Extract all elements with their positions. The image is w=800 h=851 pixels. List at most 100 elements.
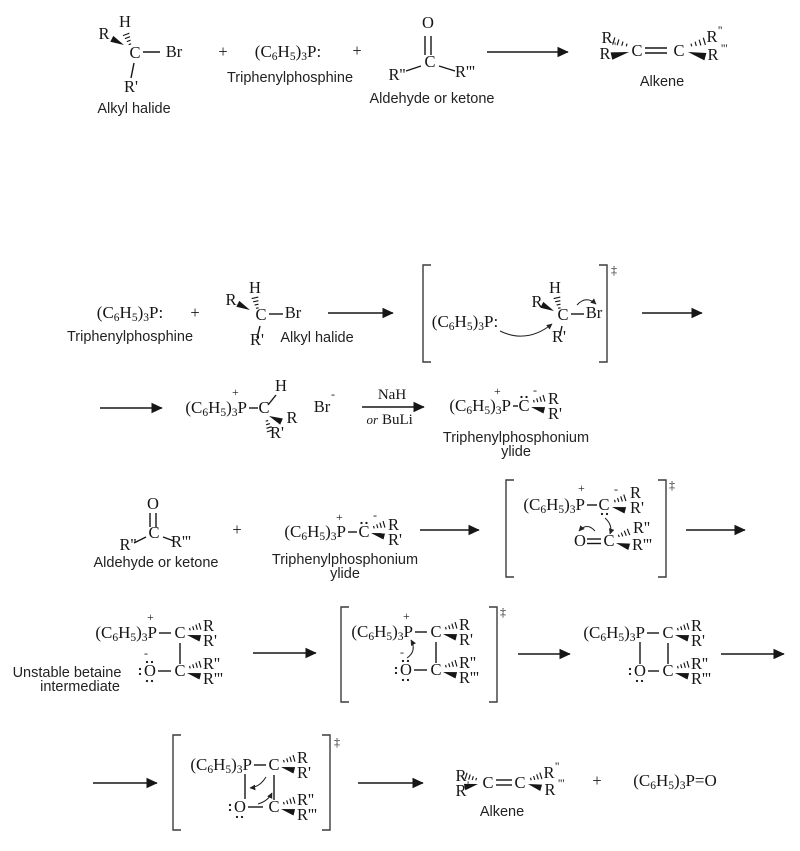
- r-double-prime-group: R'': [691, 654, 708, 673]
- r-prime-group: R': [297, 763, 311, 782]
- phosphonium-formula: (C6H5)3P: [185, 398, 247, 419]
- wedge-bond: [370, 529, 386, 540]
- right-bracket: [489, 606, 498, 703]
- nah-reagent: NaH: [378, 387, 406, 403]
- r-group: R: [706, 27, 717, 46]
- betaine-label-line2: intermediate: [40, 679, 120, 695]
- r-triple-prime-group: R''': [297, 805, 317, 824]
- alkyl-halide-label: Alkyl halide: [280, 330, 353, 346]
- plus-charge: +: [336, 510, 343, 524]
- bromine-atom: Br: [166, 42, 183, 61]
- ylide-label-line2: ylide: [501, 444, 531, 460]
- r-triple-prime-group: R''': [203, 669, 223, 688]
- r-double-prime-group: R'': [389, 65, 406, 84]
- r-group: R: [531, 292, 542, 311]
- double-dagger: ‡: [334, 735, 340, 749]
- r-group: R: [543, 763, 554, 782]
- phosphine-formula: (C6H5)3P: [190, 755, 252, 776]
- carbon-atom: C: [482, 773, 493, 792]
- alkene-2: R ' R C C R '' R ''' Alkene: [455, 759, 564, 820]
- lone-pair-dot: [635, 679, 639, 683]
- wedge-bond: [280, 763, 296, 774]
- minus-charge: -: [331, 387, 335, 401]
- r-group: R: [98, 24, 109, 43]
- bond: [267, 394, 277, 406]
- lone-pair-dot: [138, 672, 142, 676]
- carbon-atom: C: [673, 41, 684, 60]
- minus-charge: -: [373, 508, 377, 522]
- r-prime-group: R': [552, 327, 566, 346]
- minus-charge: -: [533, 383, 537, 397]
- carbon-atom: C: [174, 623, 185, 642]
- alkene-label: Alkene: [640, 74, 684, 90]
- carbanion-atom: C: [358, 522, 369, 541]
- aldehyde-or-ketone-label: Aldehyde or ketone: [94, 555, 219, 571]
- oxygen-atom: O: [147, 494, 159, 513]
- left-bracket: [172, 734, 181, 831]
- lone-pair-dot: [401, 678, 405, 682]
- carbonyl-1: C O R'' R''' Aldehyde or ketone: [370, 13, 495, 107]
- plus-sign: +: [592, 771, 601, 790]
- ylide-1: (C6H5)3P + C - R R' Triphenylphosphonium…: [443, 383, 589, 460]
- triphenylphosphine-label: Triphenylphosphine: [67, 329, 193, 345]
- hashed-wedge-bond: [444, 621, 458, 633]
- hashed-wedge-bond: [282, 796, 296, 808]
- carbon-atom: C: [662, 623, 673, 642]
- r-group: R: [544, 780, 555, 799]
- oxygen-atom: O: [574, 531, 586, 550]
- r-group: R: [225, 290, 236, 309]
- alkyl-halide-2: C H R R' Br Alkyl halide: [225, 278, 353, 349]
- lone-pair-dot: [360, 521, 363, 525]
- carbon-atom: C: [148, 523, 159, 542]
- oxaphosphetane: (C6H5)3P C R R' C O R'' R''': [583, 616, 711, 688]
- carbon-atom: C: [258, 398, 269, 417]
- alkyl-halide-1: C H R R' Br Alkyl halide: [97, 12, 182, 117]
- curved-electron-arrow: [499, 323, 553, 337]
- transition-state-3: ‡ (C6H5)3P + C R R' C O - R'' R''': [340, 605, 506, 703]
- minus-charge: -: [144, 646, 148, 660]
- lone-pair-dot: [145, 679, 149, 683]
- deprotonation-step: NaH or BuLi: [362, 387, 425, 428]
- double-prime-mark: '': [555, 759, 559, 773]
- wedge-bond: [674, 669, 690, 680]
- curved-electron-arrow: [406, 639, 417, 659]
- lone-pair-dot: [406, 678, 410, 682]
- hydrogen-atom: H: [249, 278, 261, 297]
- triphenylphosphine-1: (C6H5)3P: Triphenylphosphine: [227, 42, 353, 86]
- wedge-bond: [615, 539, 631, 550]
- ylide-label-line2: ylide: [330, 566, 360, 582]
- r-group: R: [455, 781, 466, 800]
- lone-pair-dot: [365, 521, 368, 525]
- r-triple-prime-group: R''': [455, 62, 475, 81]
- right-bracket: [599, 264, 608, 363]
- r-group: R: [601, 28, 612, 47]
- plus-charge: +: [578, 481, 585, 495]
- curved-electron-arrow: [249, 776, 267, 791]
- triphenylphosphine-label: Triphenylphosphine: [227, 70, 353, 86]
- phosphonium-salt: (C6H5)3P + C H R R' Br -: [185, 376, 335, 442]
- plus-charge: +: [403, 609, 410, 623]
- carbanion-atom: C: [598, 495, 609, 514]
- wedge-bond: [530, 403, 546, 414]
- bond: [130, 62, 135, 79]
- r-group: R: [297, 748, 308, 767]
- carbon-atom: C: [557, 305, 568, 324]
- phosphonium-formula: (C6H5)3P: [95, 623, 157, 644]
- r-prime-group: R': [459, 630, 473, 649]
- minus-charge: -: [400, 645, 404, 659]
- carbon-atom: C: [129, 43, 140, 62]
- aldehyde-or-ketone-label: Aldehyde or ketone: [370, 91, 495, 107]
- r-prime-group: R': [630, 498, 644, 517]
- lone-pair-dot: [605, 512, 609, 516]
- r-group: R: [388, 515, 399, 534]
- carbon-atom: C: [268, 797, 279, 816]
- lone-pair-dot: [401, 659, 405, 663]
- oxygen-atom: O: [422, 13, 434, 32]
- lone-pair-dot: [628, 667, 632, 671]
- r-group: R: [691, 616, 702, 635]
- betaine-label-line1: Unstable betaine: [13, 665, 122, 681]
- lone-pair-dot: [235, 815, 239, 819]
- minus-charge: -: [614, 482, 618, 496]
- wedge-bond: [674, 631, 690, 642]
